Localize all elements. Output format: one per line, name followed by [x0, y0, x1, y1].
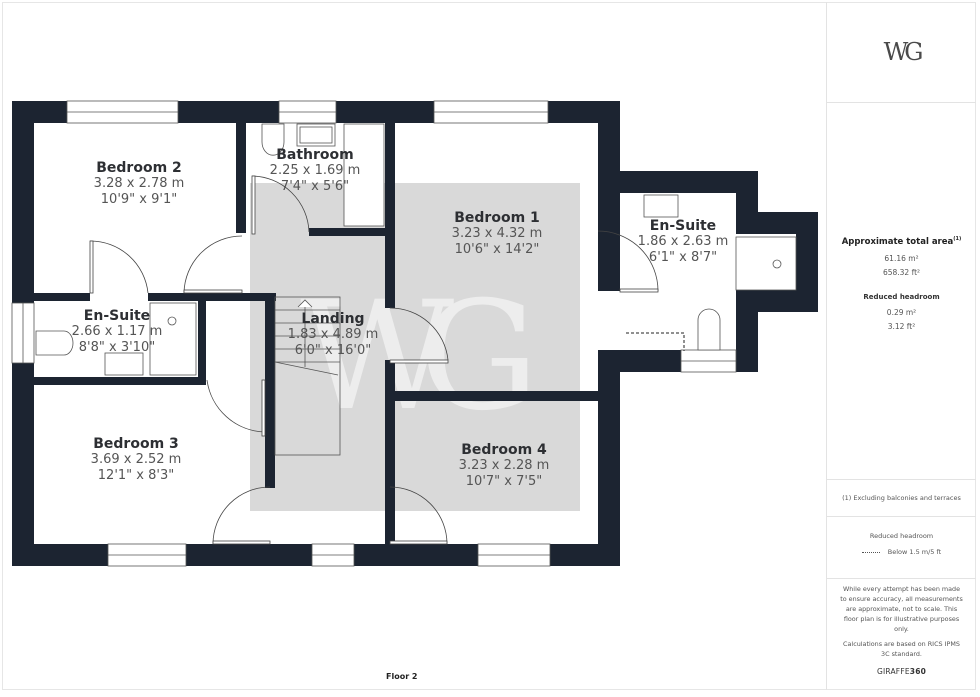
room-bedroom-3: Bedroom 3 3.69 x 2.52 m 12'1" x 8'3" [91, 436, 182, 484]
room-name: Bedroom 2 [96, 160, 182, 176]
brand-logo: WG [883, 38, 924, 66]
room-imperial: 8'8" x 3'10" [78, 340, 156, 355]
room-imperial: 10'7" x 7'5" [465, 474, 543, 489]
room-landing: Landing 1.83 x 4.89 m 6'0" x 16'0" [288, 311, 379, 359]
room-name: Bathroom [276, 147, 354, 163]
room-en-suite-2: En-Suite 2.66 x 1.17 m 8'8" x 3'10" [72, 308, 163, 356]
dotted-line-icon [861, 551, 880, 553]
room-bathroom: Bathroom 2.25 x 1.69 m 7'4" x 5'6" [270, 147, 361, 195]
room-imperial: 6'1" x 8'7" [648, 250, 718, 265]
brand-light: GIRAFFE [876, 667, 910, 676]
room-name: Bedroom 1 [454, 210, 540, 226]
room-imperial: 7'4" x 5'6" [280, 179, 350, 194]
disclaimer-text: While every attempt has been made to ens… [840, 585, 963, 633]
calculations-text: Calculations are based on RICS IPMS 3C s… [843, 640, 960, 658]
room-name: Bedroom 3 [93, 436, 179, 452]
legend-item: Below 1.5 m/5 ft [827, 548, 976, 556]
reduced-headroom-line [626, 332, 685, 351]
room-metric: 3.69 x 2.52 m [90, 452, 182, 467]
floor-plan-drawing: WG [11, 100, 818, 567]
reduced-headroom-imperial: 3.12 ft² [887, 322, 916, 331]
room-en-suite-1: En-Suite 1.86 x 2.63 m 6'1" x 8'7" [638, 218, 729, 266]
info-sidebar: WG Approximate total area(1) 61.16 m² 65… [826, 2, 976, 690]
total-area-metric: 61.16 m² [884, 254, 919, 263]
legend-section: Reduced headroom Below 1.5 m/5 ft [827, 517, 976, 579]
area-section: Approximate total area(1) 61.16 m² 658.3… [827, 103, 976, 480]
total-area-imperial: 658.32 ft² [882, 268, 921, 277]
room-metric: 3.23 x 2.28 m [458, 458, 550, 473]
doors [89, 175, 659, 545]
legend-title: Reduced headroom [869, 532, 934, 540]
room-imperial: 6'0" x 16'0" [294, 343, 372, 358]
room-imperial: 12'1" x 8'3" [97, 468, 175, 483]
room-metric: 1.83 x 4.89 m [287, 327, 379, 342]
footnote-section: (1) Excluding balconies and terraces [827, 480, 976, 517]
floor-plan: WG [11, 100, 818, 681]
floor-label: Floor 2 [386, 672, 418, 681]
fixtures [35, 123, 797, 456]
footnote-marker: (1) [953, 236, 962, 242]
room-metric: 2.66 x 1.17 m [71, 324, 163, 339]
room-bedroom-2: Bedroom 2 3.28 x 2.78 m 10'9" x 9'1" [94, 160, 185, 208]
footnote-text: (1) Excluding balconies and terraces [842, 494, 961, 502]
room-name: Bedroom 4 [461, 442, 547, 458]
legend-item-text: Below 1.5 m/5 ft [887, 548, 942, 556]
disclaimer-section: While every attempt has been made to ens… [827, 579, 976, 690]
total-area-title: Approximate total area(1) [827, 236, 976, 247]
logo-section: WG [827, 2, 976, 103]
room-name: En-Suite [83, 308, 151, 324]
reduced-headroom-title: Reduced headroom [863, 293, 940, 301]
room-metric: 2.25 x 1.69 m [269, 163, 361, 178]
total-area-title-text: Approximate total area [841, 236, 954, 247]
brand-bold: 360 [909, 667, 927, 676]
room-imperial: 10'6" x 14'2" [454, 242, 540, 257]
giraffe360-brand: GIRAFFE360 [827, 667, 976, 677]
reduced-headroom-metric: 0.29 m² [886, 308, 917, 317]
room-bedroom-1: Bedroom 1 3.23 x 4.32 m 10'6" x 14'2" [452, 210, 543, 258]
room-name: En-Suite [649, 218, 717, 234]
room-metric: 1.86 x 2.63 m [637, 234, 729, 249]
room-imperial: 10'9" x 9'1" [100, 192, 178, 207]
room-name: Landing [301, 311, 365, 327]
room-metric: 3.23 x 4.32 m [451, 226, 543, 241]
room-metric: 3.28 x 2.78 m [93, 176, 185, 191]
windows [11, 100, 737, 567]
room-bedroom-4: Bedroom 4 3.23 x 2.28 m 10'7" x 7'5" [459, 442, 550, 490]
